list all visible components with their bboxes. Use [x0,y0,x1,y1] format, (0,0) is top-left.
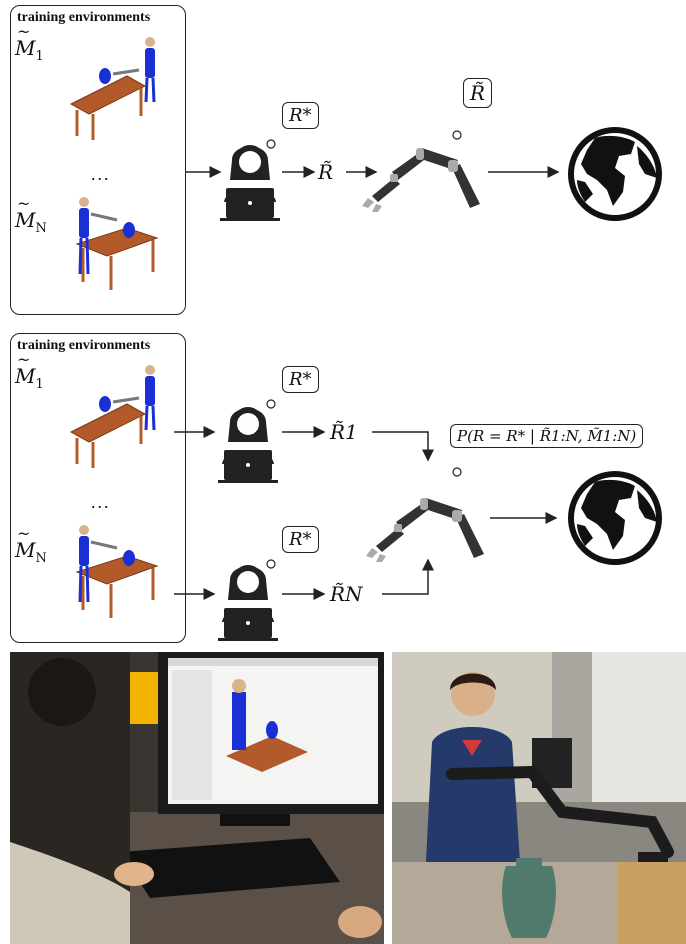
env-scene-n [75,525,159,618]
proxy-reward-label: R̃ [318,160,334,184]
photo-user-at-computer [10,652,384,944]
env-label-first: ~M1 [15,22,44,64]
person-laptop-icon [220,145,280,221]
env-scene-1 [69,37,156,140]
env-title: training environments [17,10,151,25]
person-laptop-icon [218,565,278,641]
human-thought-bubble-n: R* [282,526,319,553]
robot-arm-icon [366,498,484,562]
env-label-last: ~MN [15,524,47,566]
training-environments-box: training environments ~M1 ... ~MN [10,5,186,315]
panel-b: training environments ~M1 ... ~MN [0,326,686,648]
human-thought-bubble: R* [282,102,319,129]
globe-icon [568,471,662,565]
human-thought-bubble-1: R* [282,366,319,393]
arrows-a [186,130,560,178]
human-thought-text: R* [289,369,312,390]
training-environments-box: training environments ~M1 ... ~MN [10,333,186,643]
ellipsis: ... [91,164,111,184]
panel-a: training environments ~M1 ... ~MN [0,0,686,322]
proxy-reward-label-1: R̃1 [330,420,358,444]
human-thought-text: R* [289,529,312,550]
robot-arm-icon [362,148,480,212]
env-label-last: ~MN [15,194,47,236]
proxy-reward-label-n: R̃N [330,582,363,606]
env-scene-1 [69,365,156,468]
human-thought-text: R* [289,105,312,126]
robot-thought-text: R̃ [470,81,486,105]
ellipsis: ... [91,492,111,512]
person-laptop-icon [218,407,278,483]
robot-thought-bubble: R̃ [463,78,493,108]
photo-user-with-robot [392,652,686,944]
arrows-b [174,399,558,600]
env-title: training environments [17,338,151,353]
posterior-text: P(R = R* | R̃1:N, M̃1:N) [457,427,637,445]
env-scene-n [75,197,159,290]
globe-icon [568,127,662,221]
env-label-first: ~M1 [15,350,44,392]
posterior-box: P(R = R* | R̃1:N, M̃1:N) [450,424,644,448]
